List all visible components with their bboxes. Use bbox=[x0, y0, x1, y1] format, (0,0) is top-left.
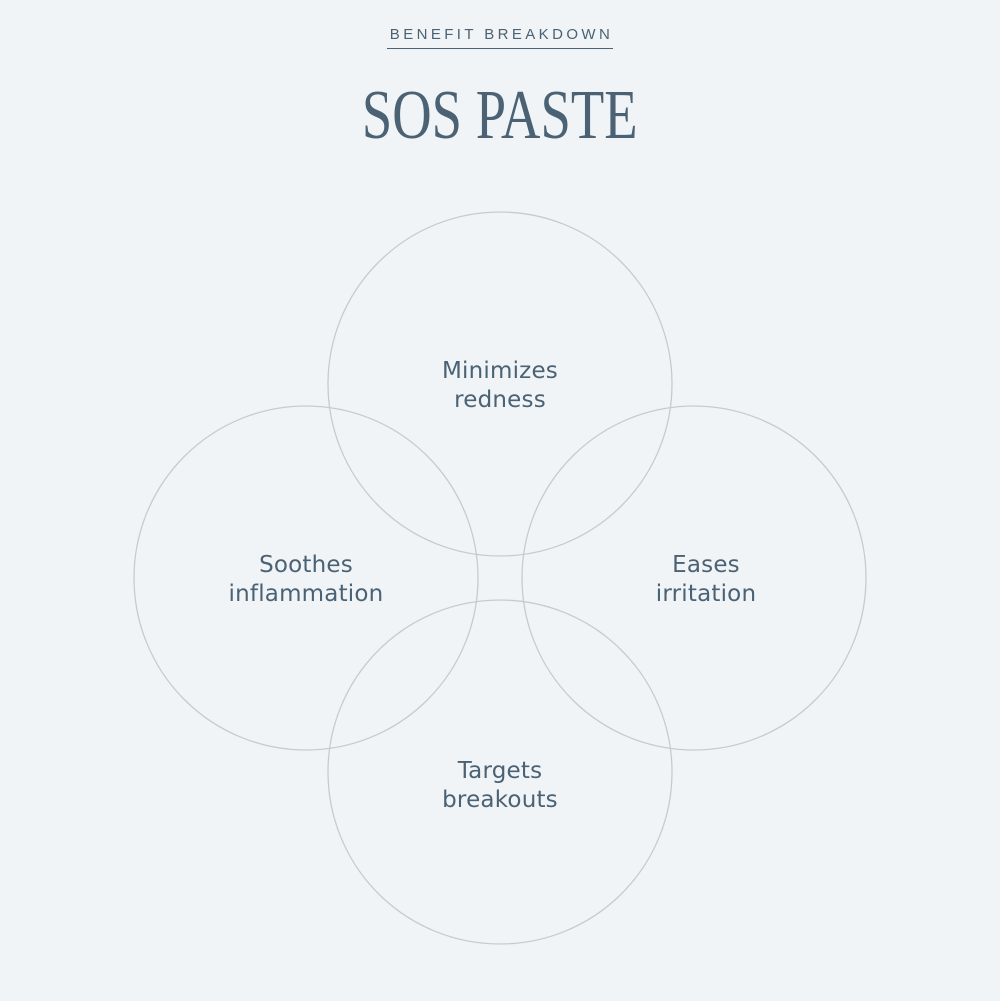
benefit-bottom-line1: Targets bbox=[457, 758, 543, 784]
benefit-right-line1: Eases bbox=[672, 552, 740, 578]
benefit-label-left: Soothes inflammation bbox=[186, 551, 426, 609]
benefit-bottom-line2: breakouts bbox=[442, 787, 558, 813]
circle-right bbox=[521, 405, 867, 751]
benefit-top-line2: redness bbox=[454, 387, 546, 413]
benefit-right-line2: irritation bbox=[655, 581, 757, 607]
benefit-top-line1: Minimizes bbox=[441, 358, 558, 384]
circle-left bbox=[133, 405, 479, 751]
benefit-label-bottom: Targets breakouts bbox=[380, 757, 620, 815]
eyebrow-text: BENEFIT BREAKDOWN bbox=[386, 26, 614, 49]
benefit-label-right: Eases irritation bbox=[586, 551, 826, 609]
page-title: SOS PASTE bbox=[0, 78, 1000, 154]
benefit-label-top: Minimizes redness bbox=[380, 357, 620, 415]
benefit-left-line2: inflammation bbox=[228, 581, 384, 607]
title-text: SOS PASTE bbox=[362, 77, 638, 154]
eyebrow-heading: BENEFIT BREAKDOWN bbox=[0, 26, 1000, 49]
circle-top bbox=[327, 211, 673, 557]
benefit-left-line1: Soothes bbox=[259, 552, 353, 578]
circle-bottom bbox=[327, 599, 673, 945]
